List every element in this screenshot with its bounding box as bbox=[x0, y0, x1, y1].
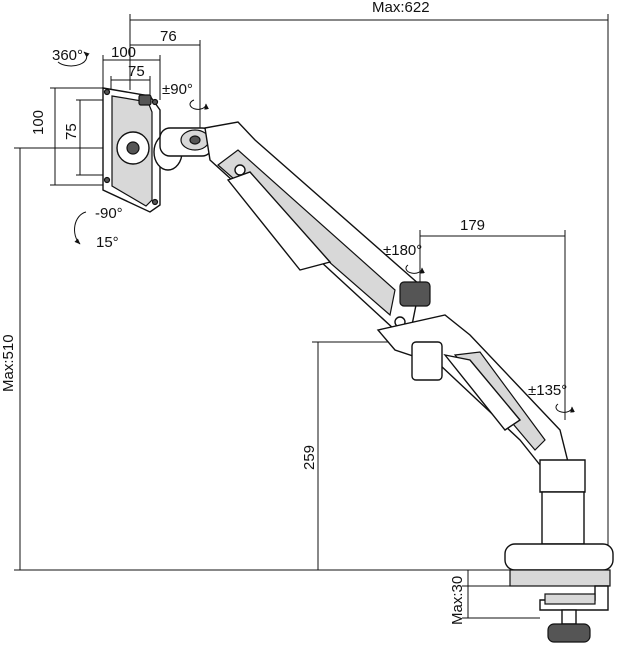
elbow-swivel-label: ±180° bbox=[383, 242, 422, 259]
vesa-inner-top-label: 75 bbox=[128, 63, 145, 80]
vesa-inner-side-label: 75 bbox=[63, 123, 80, 140]
max-height-label: Max:510 bbox=[0, 334, 17, 392]
tilt-up-label: 15° bbox=[96, 234, 119, 251]
desk-clamp bbox=[539, 585, 609, 643]
pole-height-label: 259 bbox=[301, 445, 318, 470]
vesa-outer-top-label: 100 bbox=[111, 44, 136, 61]
tilt-down-label: -90° bbox=[95, 205, 123, 222]
tilt-arrow-icon bbox=[74, 211, 87, 245]
dimension-lines bbox=[14, 14, 609, 619]
vesa-spin-label: 360° bbox=[52, 47, 83, 64]
tilt-head bbox=[153, 127, 213, 171]
head-swivel-arrow-icon bbox=[189, 99, 209, 110]
base-swivel-label: ±135° bbox=[528, 382, 567, 399]
pole-base bbox=[504, 459, 614, 587]
elbow-reach-label: 179 bbox=[460, 217, 485, 234]
rotation-arrows bbox=[57, 51, 575, 413]
max-width-label: Max:622 bbox=[372, 0, 430, 16]
vesa-plate bbox=[102, 87, 161, 213]
head-swivel-label: ±90° bbox=[162, 81, 193, 98]
vesa-spin-arrow-icon bbox=[57, 51, 90, 67]
elbow-swivel-arrow-icon bbox=[405, 264, 425, 274]
clamp-thickness-label: Max:30 bbox=[449, 576, 466, 625]
vesa-outer-side-label: 100 bbox=[30, 110, 47, 135]
upper-arm bbox=[204, 121, 431, 331]
arm-reach-upper-label: 76 bbox=[160, 28, 177, 45]
base-swivel-arrow-icon bbox=[555, 403, 575, 413]
